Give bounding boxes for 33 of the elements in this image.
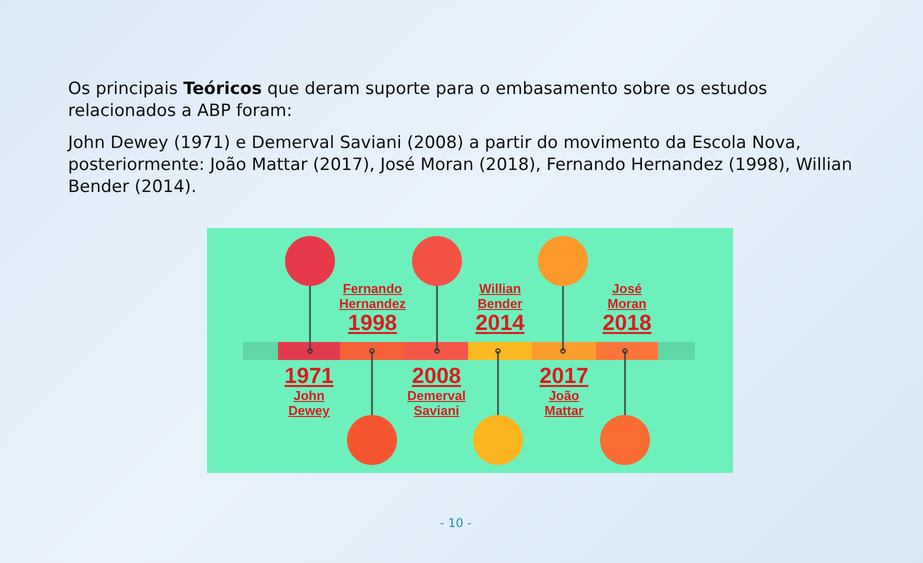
circle-marker [473, 415, 523, 465]
circle-marker [538, 236, 588, 286]
paragraph: Os principais Teóricos que deram suporte para o embasamento sobre os estudos relacionados a ABP foram: [68, 78, 768, 122]
timeline-segment [596, 342, 658, 360]
name-label: Demerval Saviani [406, 388, 467, 418]
circle-marker [347, 415, 397, 465]
connector-line [495, 348, 501, 415]
page-number: - 10 - [440, 516, 472, 530]
year-label: 1998 [347, 311, 398, 335]
year-label: 2008 [411, 364, 462, 388]
year-label: 2017 [538, 364, 590, 388]
connector-line [560, 286, 566, 354]
circle-marker [285, 236, 335, 286]
timeline-segment [405, 342, 468, 360]
timeline-segment [468, 342, 532, 360]
name-label: Fernando Hernandez [338, 281, 407, 311]
paragraph: John Dewey (1971) e Demerval Saviani (2008) a partir do movimento da Escola Nova, posteriormente: João Mattar (2017), José Moran (2018), Fernando Hernandez (1998), Willian Bender (2014). [68, 132, 854, 198]
connector-line [434, 286, 440, 354]
name-label: John Dewey [287, 388, 331, 418]
year-label: 2018 [602, 311, 652, 335]
timeline-segment [340, 342, 405, 360]
connector-line [622, 348, 628, 415]
timeline-segment [278, 342, 340, 360]
name-label: João Mattar [543, 388, 584, 418]
connector-line [369, 348, 375, 415]
circle-marker [600, 415, 650, 465]
year-label: 1971 [284, 364, 334, 388]
name-label: José Moran [606, 281, 648, 311]
connector-line [307, 286, 313, 354]
timeline-segment [532, 342, 596, 360]
year-label: 2014 [474, 311, 526, 335]
name-label: Willian Bender [476, 281, 524, 311]
circle-marker [412, 236, 462, 286]
